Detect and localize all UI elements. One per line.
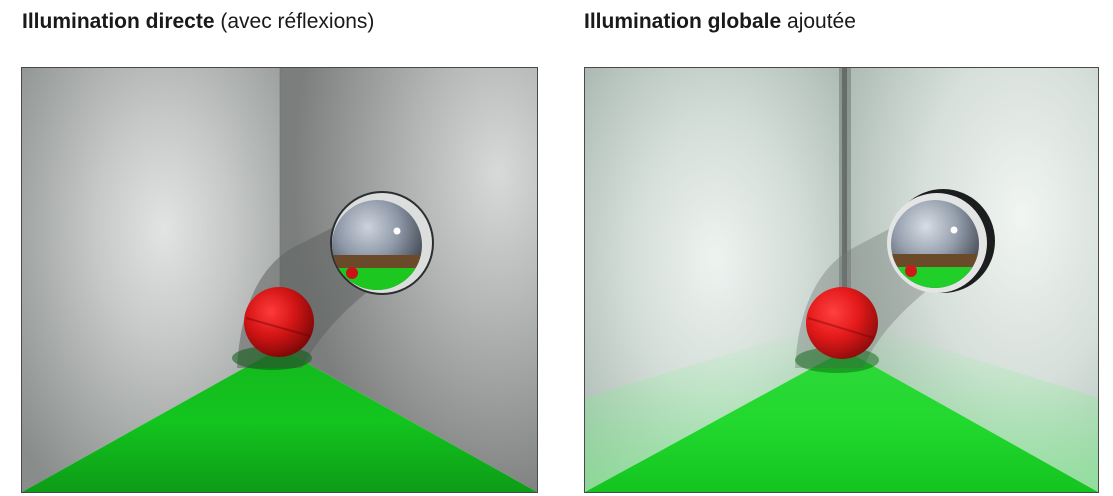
caption-direct-bold: Illumination directe: [22, 10, 215, 33]
render-direct-illumination: [21, 67, 538, 493]
render-global-illumination: [584, 67, 1099, 493]
render-global-svg: [585, 68, 1098, 492]
caption-global-bold: Illumination globale: [584, 10, 782, 33]
caption-direct-rest: (avec réflexions): [214, 10, 375, 33]
caption-global-illumination: Illumination globale ajoutée: [584, 8, 856, 36]
render-direct-svg: [22, 68, 537, 492]
caption-global-rest: ajoutée: [781, 10, 856, 33]
caption-direct-illumination: Illumination directe (avec réflexions): [22, 8, 374, 36]
